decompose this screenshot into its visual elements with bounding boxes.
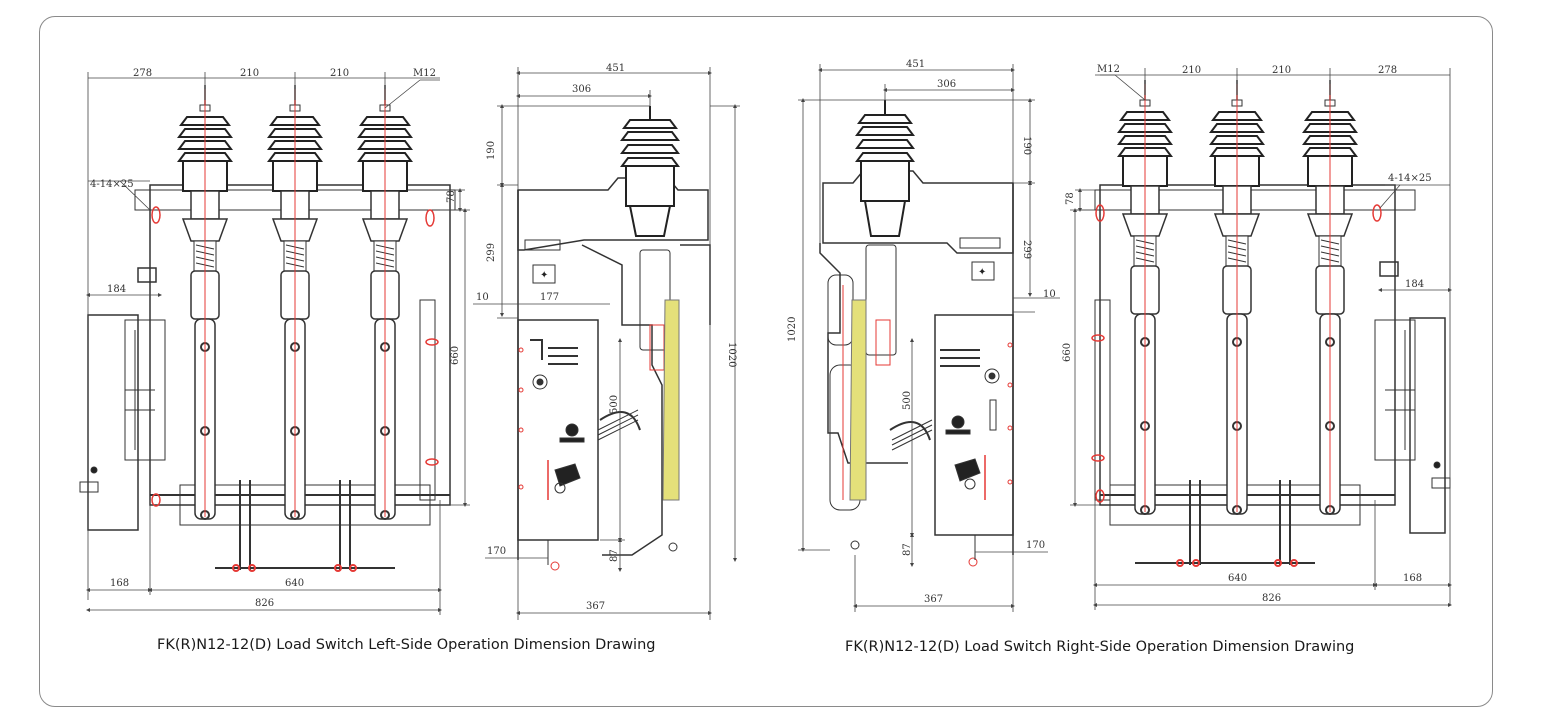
dim-right-210-a: 210 bbox=[1182, 65, 1201, 76]
side-right-299: 299 bbox=[1021, 240, 1032, 259]
side-left-500: 500 bbox=[609, 395, 620, 414]
side-right-451: 451 bbox=[906, 59, 925, 70]
side-left-87: 87 bbox=[609, 549, 620, 562]
side-right-insulator bbox=[855, 100, 915, 237]
dim-right-184: 184 bbox=[1405, 279, 1424, 290]
side-right-1020: 1020 bbox=[787, 317, 798, 342]
side-left-451: 451 bbox=[606, 63, 625, 74]
svg-text:✦: ✦ bbox=[540, 270, 548, 281]
dim-right-78: 78 bbox=[1065, 192, 1076, 205]
front-view-left bbox=[79, 184, 456, 572]
side-right-367: 367 bbox=[924, 594, 943, 605]
side-right-500: 500 bbox=[902, 391, 913, 410]
svg-text:✦: ✦ bbox=[978, 267, 986, 278]
dim-210-a: 210 bbox=[240, 68, 259, 79]
caption-left: FK(R)N12-12(D) Load Switch Left-Side Ope… bbox=[157, 637, 656, 653]
dim-right-m12: M12 bbox=[1097, 64, 1120, 75]
dim-640: 640 bbox=[285, 578, 304, 589]
dim-right-640: 640 bbox=[1228, 573, 1247, 584]
side-right-10: 10 bbox=[1043, 289, 1056, 300]
side-view-left: ✦ bbox=[517, 177, 711, 571]
dim-278: 278 bbox=[133, 68, 152, 79]
side-right-87: 87 bbox=[902, 543, 913, 556]
dim-168: 168 bbox=[110, 578, 129, 589]
dim-660: 660 bbox=[450, 346, 461, 365]
side-right-306: 306 bbox=[937, 79, 956, 90]
side-left-299: 299 bbox=[486, 243, 497, 262]
dim-right-660: 660 bbox=[1062, 343, 1073, 362]
side-left-1020: 1020 bbox=[726, 342, 737, 367]
dim-826: 826 bbox=[255, 598, 274, 609]
side-left-190: 190 bbox=[486, 141, 497, 160]
dim-right-278: 278 bbox=[1378, 65, 1397, 76]
dim-right-210-b: 210 bbox=[1272, 65, 1291, 76]
caption-right: FK(R)N12-12(D) Load Switch Right-Side Op… bbox=[845, 639, 1355, 655]
side-right-170: 170 bbox=[1026, 540, 1045, 551]
dim-m12: M12 bbox=[413, 68, 436, 79]
side-right-190: 190 bbox=[1021, 136, 1032, 155]
side-left-306: 306 bbox=[572, 84, 591, 95]
side-left-insulator bbox=[620, 106, 680, 237]
dim-184: 184 bbox=[107, 284, 126, 295]
dim-210-b: 210 bbox=[330, 68, 349, 79]
side-left-10: 10 bbox=[476, 292, 489, 303]
side-left-177: 177 bbox=[540, 292, 559, 303]
side-left-367: 367 bbox=[586, 601, 605, 612]
dim-right-826: 826 bbox=[1262, 593, 1281, 604]
dim-right-168: 168 bbox=[1403, 573, 1422, 584]
dim-78: 78 bbox=[446, 190, 457, 203]
dim-right-holes: 4-14×25 bbox=[1388, 173, 1432, 184]
side-left-170: 170 bbox=[487, 546, 506, 557]
dim-holes: 4-14×25 bbox=[90, 179, 134, 190]
side-view-right: ✦ bbox=[819, 170, 1014, 567]
